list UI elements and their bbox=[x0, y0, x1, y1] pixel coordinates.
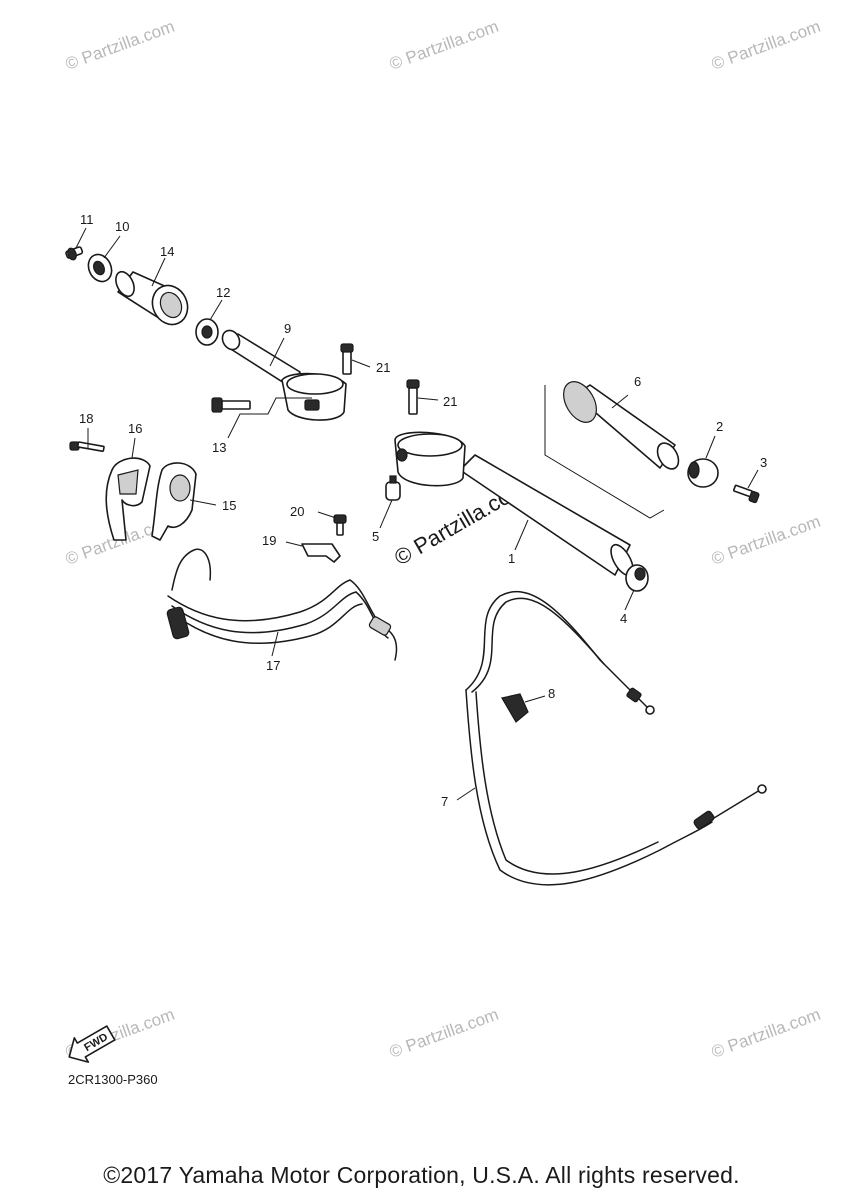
copyright-notice: ©2017 Yamaha Motor Corporation, U.S.A. A… bbox=[103, 1162, 740, 1188]
part-21-bolt-right bbox=[406, 379, 420, 415]
callout-5: 5 bbox=[372, 529, 379, 544]
assembly-bracket-right bbox=[544, 385, 665, 519]
watermark-top-right: © Partzilla.com bbox=[709, 17, 823, 74]
watermark-bottom-center: © Partzilla.com bbox=[387, 1005, 501, 1062]
callout-12: 12 bbox=[216, 285, 230, 300]
callout-18: 18 bbox=[79, 411, 93, 426]
part-19-clamp bbox=[301, 543, 341, 563]
callout-3: 3 bbox=[760, 455, 767, 470]
watermark-top-left: © Partzilla.com bbox=[63, 17, 177, 74]
callout-14: 14 bbox=[160, 244, 174, 259]
callout-11: 11 bbox=[80, 212, 94, 227]
part-11-screw bbox=[65, 246, 84, 261]
watermark-top-center: © Partzilla.com bbox=[387, 17, 501, 74]
part-6-right-grip bbox=[563, 381, 680, 470]
part-16-switch-housing-upper bbox=[105, 457, 151, 541]
callout-19: 19 bbox=[262, 533, 276, 548]
watermarks: © Partzilla.com © Partzilla.com © Partzi… bbox=[63, 17, 823, 1062]
part-5-knob bbox=[385, 475, 401, 501]
callout-7: 7 bbox=[441, 794, 448, 809]
part-21-bolt-left bbox=[340, 343, 354, 375]
part-8-clip bbox=[501, 693, 529, 723]
callout-21-left: 21 bbox=[376, 360, 390, 375]
callout-10: 10 bbox=[115, 219, 129, 234]
part-13-bolt bbox=[211, 397, 251, 413]
watermark-mid-right: © Partzilla.com bbox=[709, 512, 823, 569]
drawing-code: 2CR1300-P360 bbox=[68, 1072, 158, 1087]
part-15-switch-housing-lower bbox=[151, 462, 197, 541]
part-18-screw bbox=[69, 441, 105, 453]
callout-20: 20 bbox=[290, 504, 304, 519]
leader-lines bbox=[75, 227, 759, 801]
callout-9: 9 bbox=[284, 321, 291, 336]
callout-2: 2 bbox=[716, 419, 723, 434]
callout-6: 6 bbox=[634, 374, 641, 389]
watermark-bottom-right: © Partzilla.com bbox=[709, 1005, 823, 1062]
part-4-collar bbox=[625, 564, 649, 592]
part-17-wiring-harness bbox=[166, 548, 398, 661]
part-3-screw bbox=[732, 484, 760, 504]
part-9-left-handlebar bbox=[221, 329, 347, 421]
part-1-right-handlebar bbox=[394, 431, 634, 577]
callout-13: 13 bbox=[212, 440, 226, 455]
callout-16: 16 bbox=[128, 421, 142, 436]
part-12-collar bbox=[195, 318, 219, 346]
callout-15: 15 bbox=[222, 498, 236, 513]
part-7-throttle-cable bbox=[465, 590, 767, 886]
callout-labels: 11 10 14 12 9 21 21 13 18 16 15 5 1 6 2 … bbox=[79, 212, 767, 809]
callout-8: 8 bbox=[548, 686, 555, 701]
part-10-bar-end-weight bbox=[87, 253, 113, 283]
part-2-bar-end-weight bbox=[687, 458, 719, 488]
part-14-throttle-grip bbox=[115, 270, 189, 326]
part-20-screw bbox=[333, 514, 347, 536]
callout-17: 17 bbox=[266, 658, 280, 673]
callout-4: 4 bbox=[620, 611, 627, 626]
callout-21-right: 21 bbox=[443, 394, 457, 409]
callout-1: 1 bbox=[508, 551, 515, 566]
